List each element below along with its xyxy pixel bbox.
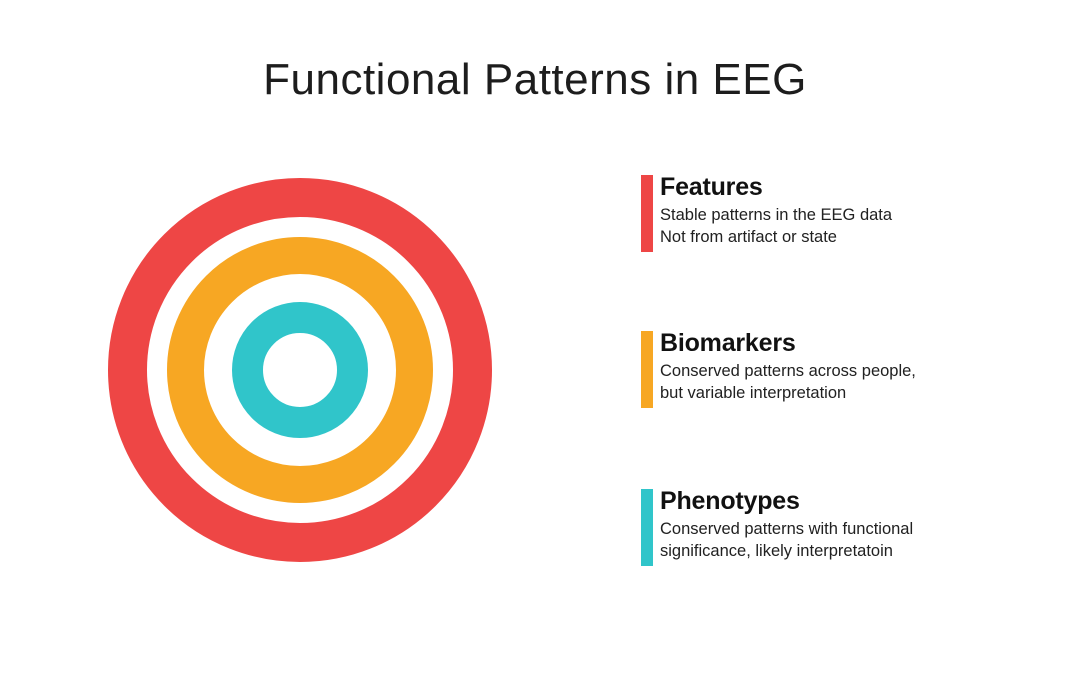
biomarkers-line-2: but variable interpretation	[660, 384, 847, 402]
phenotypes-accent-bar	[641, 489, 653, 566]
outer-ring-icon	[108, 178, 492, 562]
phenotypes-content: Phenotypes Conserved patterns with funct…	[660, 487, 914, 562]
middle-ring-icon	[167, 237, 433, 503]
features-accent-bar	[641, 175, 653, 252]
page-title: Functional Patterns in EEG	[263, 55, 807, 105]
section-biomarkers: Biomarkers Conserved patterns across peo…	[641, 329, 916, 408]
biomarkers-accent-bar	[641, 331, 653, 408]
phenotypes-line-2: significance, likely interpretatoin	[660, 542, 893, 560]
features-line-2: Not from artifact or state	[660, 228, 837, 246]
biomarkers-content: Biomarkers Conserved patterns across peo…	[660, 329, 916, 404]
features-content: Features Stable patterns in the EEG data…	[660, 173, 893, 248]
section-features: Features Stable patterns in the EEG data…	[641, 173, 893, 252]
biomarkers-line-1: Conserved patterns across people,	[660, 362, 916, 380]
target-diagram	[108, 178, 492, 562]
features-heading: Features	[660, 173, 763, 201]
features-line-1: Stable patterns in the EEG data	[660, 206, 893, 224]
inner-ring-icon	[232, 302, 368, 438]
section-phenotypes: Phenotypes Conserved patterns with funct…	[641, 487, 914, 566]
biomarkers-heading: Biomarkers	[660, 329, 796, 357]
phenotypes-heading: Phenotypes	[660, 487, 800, 515]
phenotypes-line-1: Conserved patterns with functional	[660, 520, 914, 538]
